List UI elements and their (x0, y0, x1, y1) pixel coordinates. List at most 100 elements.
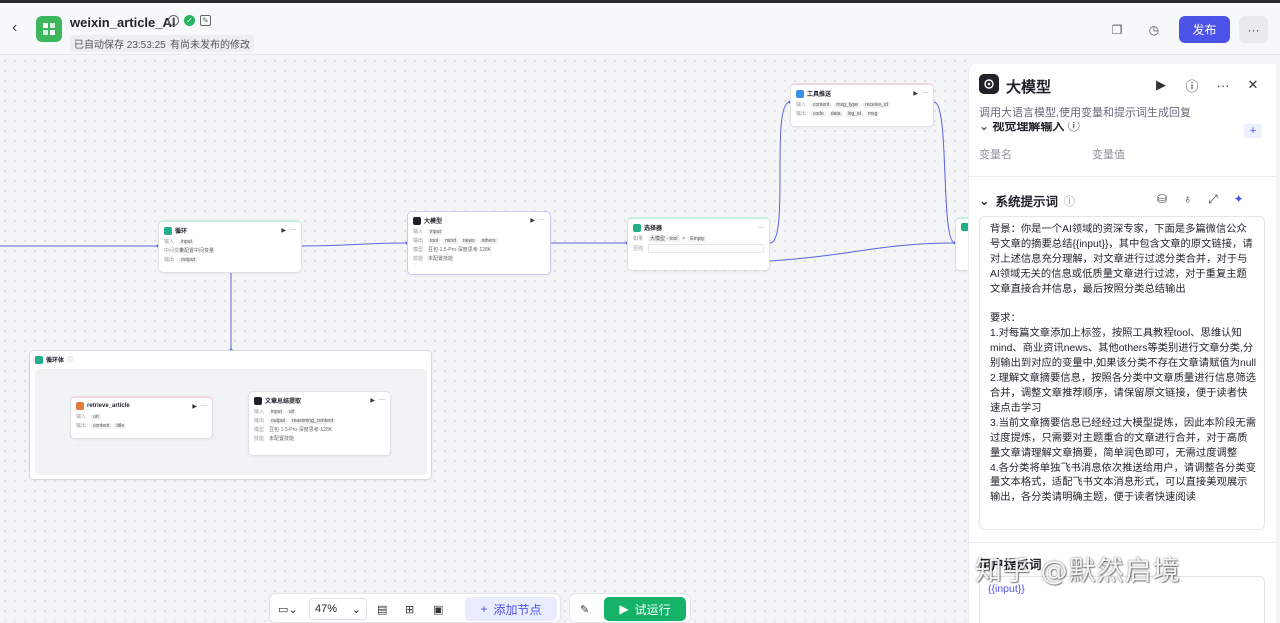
back-icon[interactable]: ‹ (12, 19, 18, 36)
test-run-button[interactable]: ▶ 试运行 (604, 597, 686, 621)
info-icon[interactable]: i (168, 15, 179, 26)
user-prompt-title[interactable]: 用户提示词 (979, 558, 1042, 572)
output-tag: code (811, 110, 826, 117)
test-run-label: 试运行 (634, 602, 671, 617)
loop-icon (164, 226, 172, 235)
selector-node[interactable]: 选择器··· 如果大模型 - tool≠Empty 否则 (627, 217, 770, 271)
mid-label: 中间变量 (164, 248, 185, 254)
run-node-icon[interactable]: ▶ (370, 398, 375, 404)
run-icon[interactable]: ▶ (1156, 77, 1166, 92)
expand-icon[interactable]: ⤢ (1208, 192, 1218, 206)
bulb-icon[interactable]: ♁ (1183, 192, 1193, 206)
play-icon: ▶ (619, 602, 629, 616)
input-tag: url (91, 413, 101, 420)
app-logo-icon (36, 16, 62, 42)
unpublished-badge: 有尚未发布的修改 (166, 35, 254, 52)
node-more-icon[interactable]: ··· (539, 217, 545, 223)
condition-op: ≠ (682, 235, 686, 242)
plus-icon: + (480, 602, 488, 616)
else-label: 否则 (633, 246, 644, 252)
push-node-title: 工具推送 (807, 92, 832, 98)
output-tag: news (460, 237, 477, 244)
panel-title: 大模型 (1006, 79, 1052, 96)
copy-icon[interactable]: ❐ (1111, 23, 1123, 37)
output-tag: mind (443, 237, 458, 244)
run-node-icon[interactable]: ▶ (192, 403, 197, 410)
node-more-icon[interactable]: ··· (201, 402, 207, 409)
publish-button[interactable]: 发布 (1179, 16, 1230, 43)
more-icon[interactable]: ··· (1216, 77, 1230, 93)
wrench-icon[interactable]: ✎ (580, 603, 590, 616)
condition-left: 大模型 - tool (648, 235, 680, 242)
watermark: 知乎 @默然启境 (975, 556, 1181, 587)
output-tag: reasoning_content (289, 417, 336, 424)
close-icon[interactable]: ✕ (1247, 77, 1259, 92)
output-label: 输出 (796, 111, 807, 117)
minimap-icon[interactable]: ▭⌄ (278, 603, 298, 616)
zoom-select[interactable]: 47%⌄ (309, 598, 367, 620)
node-more-icon[interactable]: ··· (922, 90, 928, 96)
edit-icon[interactable]: ✎ (200, 15, 211, 26)
edge-selector-push (769, 101, 791, 244)
output-label: 输出 (76, 423, 87, 429)
canvas-toolbar: ▭⌄ 47%⌄ ▤ ⊞ ▣ + 添加节点 (269, 593, 561, 623)
add-node-button[interactable]: + 添加节点 (465, 597, 557, 621)
input-label: 输入 (796, 102, 807, 108)
system-prompt-tools: ⛁ ♁ ⤢ ✦ (1157, 192, 1244, 207)
chevron-down-icon: ⌄ (979, 122, 990, 132)
add-variable-button[interactable]: + (1244, 124, 1262, 138)
run-node-icon[interactable]: ▶ (913, 91, 918, 97)
input-label: 输入 (164, 239, 175, 245)
layout-icon[interactable]: ⊞ (405, 603, 415, 616)
info-icon: ⓘ (67, 358, 74, 364)
llm-icon (979, 74, 999, 94)
run-node-icon[interactable]: ▶ (530, 218, 535, 224)
node-config-panel: 大模型 ▶ ⓘ ··· ✕ 调用大语言模型,使用变量和提示词生成回复 ⌄ 视觉理… (968, 64, 1276, 623)
window-top-edge (0, 0, 1280, 3)
llm-node-title: 大模型 (424, 219, 443, 225)
user-prompt-input[interactable]: {{input}} (979, 576, 1265, 623)
skill-label: 技能 (413, 256, 424, 262)
magic-icon[interactable]: ✦ (1233, 192, 1244, 206)
system-prompt-title: 系统提示词 (995, 195, 1058, 209)
visual-section-title: 视觉理解输入 (992, 122, 1065, 132)
workflow-title: weixin_article_AI (70, 15, 176, 30)
system-prompt-input[interactable]: 背景：你是一个AI领域的资深专家，下面是多篇微信公众号文章的摘要总结{{inpu… (979, 216, 1265, 530)
node-more-icon[interactable]: ··· (379, 397, 385, 403)
help-icon[interactable]: ⓘ (1185, 78, 1199, 94)
variable-columns: 变量名 变量值 (979, 146, 1125, 162)
input-label: 输入 (254, 409, 265, 415)
input-tag: input (269, 408, 284, 415)
selector-node-title: 选择器 (644, 226, 663, 232)
history-icon[interactable]: ◷ (1148, 23, 1160, 37)
panel-description: 调用大语言模型,使用变量和提示词生成回复 (979, 107, 1192, 119)
preview-icon[interactable]: ▣ (433, 603, 444, 616)
skill-text: 未配置技能 (269, 436, 295, 442)
model-label: 模型 (254, 427, 265, 433)
edge-push-next (933, 101, 956, 244)
llm-icon (413, 216, 421, 225)
input-tag: input (179, 238, 194, 245)
selector-icon (633, 223, 641, 232)
input-tag: receive_id (863, 101, 890, 108)
library-icon[interactable]: ⛁ (1157, 192, 1168, 206)
node-more-icon[interactable]: ··· (758, 224, 764, 231)
add-node-label: 添加节点 (493, 602, 542, 617)
output-label: 输出 (254, 418, 265, 424)
node-more-icon[interactable]: ··· (290, 227, 296, 233)
input-tag: url (286, 408, 297, 415)
model-name: 豆包·1.5·Pro·深度思考·128K (269, 427, 333, 433)
output-label: 输出 (164, 257, 175, 263)
input-label: 输入 (413, 229, 424, 235)
run-node-icon[interactable]: ▶ (281, 228, 286, 234)
skill-label: 技能 (254, 436, 265, 442)
comment-icon[interactable]: ▤ (377, 603, 388, 616)
more-button[interactable]: ··· (1239, 16, 1268, 43)
system-prompt-header[interactable]: ⌄ 系统提示词 ⓘ (979, 191, 1075, 210)
